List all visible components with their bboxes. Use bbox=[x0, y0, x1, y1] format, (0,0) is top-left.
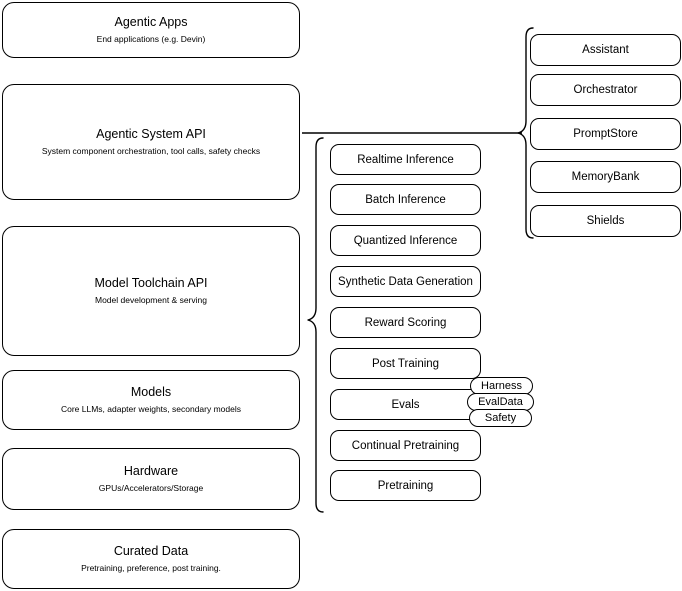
layer-subtitle: Model development & serving bbox=[95, 295, 207, 305]
toolchain-label: Continual Pretraining bbox=[351, 439, 460, 452]
toolchain-label: Batch Inference bbox=[365, 193, 446, 206]
toolchain-box-quantized-inference[interactable]: Quantized Inference bbox=[330, 225, 481, 256]
toolchain-label: Reward Scoring bbox=[364, 316, 447, 329]
system-label: Shields bbox=[586, 215, 625, 227]
system-label: PromptStore bbox=[573, 128, 638, 140]
system-box-orchestrator[interactable]: Orchestrator bbox=[530, 74, 681, 106]
system-box-assistant[interactable]: Assistant bbox=[530, 34, 681, 66]
layer-title: Model Toolchain API bbox=[94, 276, 208, 291]
layer-title: Agentic System API bbox=[96, 127, 206, 142]
layer-title: Curated Data bbox=[113, 544, 189, 559]
layer-subtitle: Pretraining, preference, post training. bbox=[81, 563, 221, 573]
layer-box-hardware[interactable]: Hardware GPUs/Accelerators/Storage bbox=[2, 448, 300, 510]
eval-tag-safety[interactable]: Safety bbox=[469, 409, 532, 427]
toolchain-box-synthetic-data-generation[interactable]: Synthetic Data Generation bbox=[330, 266, 481, 297]
system-box-promptstore[interactable]: PromptStore bbox=[530, 118, 681, 150]
system-label: Orchestrator bbox=[573, 84, 638, 96]
toolchain-label: Post Training bbox=[371, 357, 440, 370]
system-box-shields[interactable]: Shields bbox=[530, 205, 681, 237]
layer-box-agentic-apps[interactable]: Agentic Apps End applications (e.g. Devi… bbox=[2, 2, 300, 58]
toolchain-box-continual-pretraining[interactable]: Continual Pretraining bbox=[330, 430, 481, 461]
eval-tag-label: Harness bbox=[481, 380, 522, 392]
toolchain-box-reward-scoring[interactable]: Reward Scoring bbox=[330, 307, 481, 338]
toolchain-box-realtime-inference[interactable]: Realtime Inference bbox=[330, 144, 481, 175]
layer-box-models[interactable]: Models Core LLMs, adapter weights, secon… bbox=[2, 370, 300, 430]
layer-subtitle: Core LLMs, adapter weights, secondary mo… bbox=[60, 404, 241, 414]
eval-tag-evaldata[interactable]: EvalData bbox=[467, 393, 534, 411]
system-box-memorybank[interactable]: MemoryBank bbox=[530, 161, 681, 193]
layer-box-agentic-system-api[interactable]: Agentic System API System component orch… bbox=[2, 84, 300, 200]
layer-subtitle: System component orchestration, tool cal… bbox=[41, 146, 261, 156]
eval-tag-harness[interactable]: Harness bbox=[470, 377, 533, 395]
layer-title: Hardware bbox=[123, 464, 179, 479]
eval-tag-label: Safety bbox=[484, 412, 517, 424]
layer-box-model-toolchain-api[interactable]: Model Toolchain API Model development & … bbox=[2, 226, 300, 356]
toolchain-label: Evals bbox=[391, 398, 420, 411]
layer-box-curated-data[interactable]: Curated Data Pretraining, preference, po… bbox=[2, 529, 300, 589]
toolchain-label: Quantized Inference bbox=[353, 234, 458, 247]
eval-tag-label: EvalData bbox=[478, 396, 523, 408]
toolchain-box-pretraining[interactable]: Pretraining bbox=[330, 470, 481, 501]
system-label: Assistant bbox=[582, 44, 629, 56]
layer-subtitle: End applications (e.g. Devin) bbox=[96, 34, 206, 44]
toolchain-label: Pretraining bbox=[377, 479, 434, 492]
toolchain-label: Realtime Inference bbox=[357, 153, 454, 166]
toolchain-label: Synthetic Data Generation bbox=[338, 275, 473, 288]
system-label: MemoryBank bbox=[571, 171, 640, 183]
toolchain-box-batch-inference[interactable]: Batch Inference bbox=[330, 184, 481, 215]
layer-title: Models bbox=[130, 385, 172, 400]
toolchain-box-evals[interactable]: Evals bbox=[330, 389, 481, 420]
layer-subtitle: GPUs/Accelerators/Storage bbox=[98, 483, 204, 493]
layer-title: Agentic Apps bbox=[114, 15, 188, 30]
toolchain-box-post-training[interactable]: Post Training bbox=[330, 348, 481, 379]
